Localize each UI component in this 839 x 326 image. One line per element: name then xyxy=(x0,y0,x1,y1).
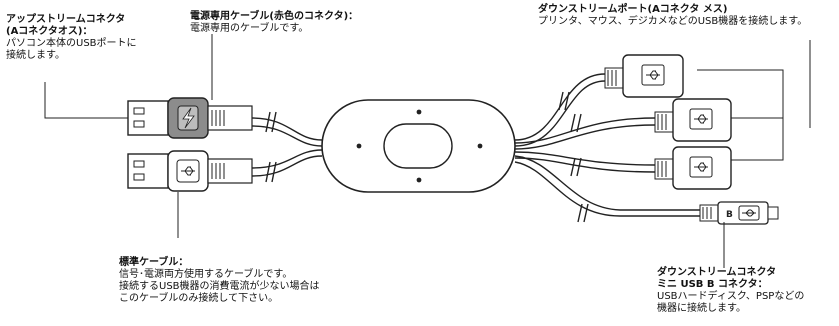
mini-desc-1: USBハードディスク、PSPなどの xyxy=(657,291,805,302)
mini-b-letter: B xyxy=(726,210,733,220)
standard-desc-1: 信号･電源両方使用するケーブルです。 xyxy=(119,269,293,280)
downstream-leader-a xyxy=(697,69,784,161)
upstream-leader xyxy=(44,82,128,119)
upstream-label: アップストリームコネクタ (Aコネクタオス)： パソコン本体のUSBポートに 接… xyxy=(6,14,137,62)
mini-usb-plug: B xyxy=(699,201,779,225)
standard-desc-2: 接続するUSB機器の消費電流が少ない場合は xyxy=(119,281,320,292)
lightning-icon xyxy=(177,105,199,131)
upstream-desc-1: パソコン本体のUSBポートに xyxy=(6,38,137,49)
mini-title-1: ダウンストリームコネクタ xyxy=(657,267,777,278)
standard-cable xyxy=(251,149,323,177)
upstream-desc-2: 接続します。 xyxy=(6,50,65,61)
mini-desc-2: 機器に接続します。 xyxy=(657,303,746,314)
usb-trident-icon xyxy=(689,156,713,178)
standard-title: 標準ケーブル： xyxy=(119,257,189,268)
mini-usb-cable xyxy=(514,155,700,217)
power-title: 電源専用ケーブル(赤色のコネクタ)： xyxy=(190,11,359,22)
usb-trident-icon xyxy=(689,108,713,130)
downstream-desc: プリンタ、マウス、デジカメなどのUSB機器を接続します。 xyxy=(538,16,808,27)
standard-label: 標準ケーブル： 信号･電源両方使用するケーブルです。 接続するUSB機器の消費電… xyxy=(119,257,320,305)
usb-trident-icon xyxy=(176,159,200,183)
standard-plug xyxy=(127,150,253,192)
usb-trident-icon xyxy=(641,64,665,86)
usb-trident-icon xyxy=(738,205,760,221)
downstream-cable-2 xyxy=(514,117,656,150)
downstream-port-1 xyxy=(604,54,684,98)
downstream-port-2 xyxy=(654,98,732,142)
power-label: 電源専用ケーブル(赤色のコネクタ)： 電源専用のケーブルです。 xyxy=(190,11,358,35)
upstream-title-1: アップストリームコネクタ xyxy=(6,14,126,25)
mini-label: ダウンストリームコネクタ ミニ USB B コネクタ： USBハードディスク、P… xyxy=(657,267,804,315)
downstream-label: ダウンストリームポート(Aコネクタ メス) プリンタ、マウス、デジカメなどのUS… xyxy=(538,4,807,28)
power-desc: 電源専用のケーブルです。 xyxy=(190,23,309,34)
mini-title-2: ミニ USB B コネクタ： xyxy=(657,279,768,290)
downstream-title: ダウンストリームポート(Aコネクタ メス) xyxy=(538,4,728,15)
power-plug xyxy=(127,97,253,139)
hub-body xyxy=(321,99,516,193)
standard-desc-3: このケーブルのみ接続して下さい。 xyxy=(119,293,279,304)
power-cable xyxy=(251,117,323,147)
upstream-title-2: (Aコネクタオス)： xyxy=(6,26,93,37)
downstream-port-3 xyxy=(654,146,732,190)
